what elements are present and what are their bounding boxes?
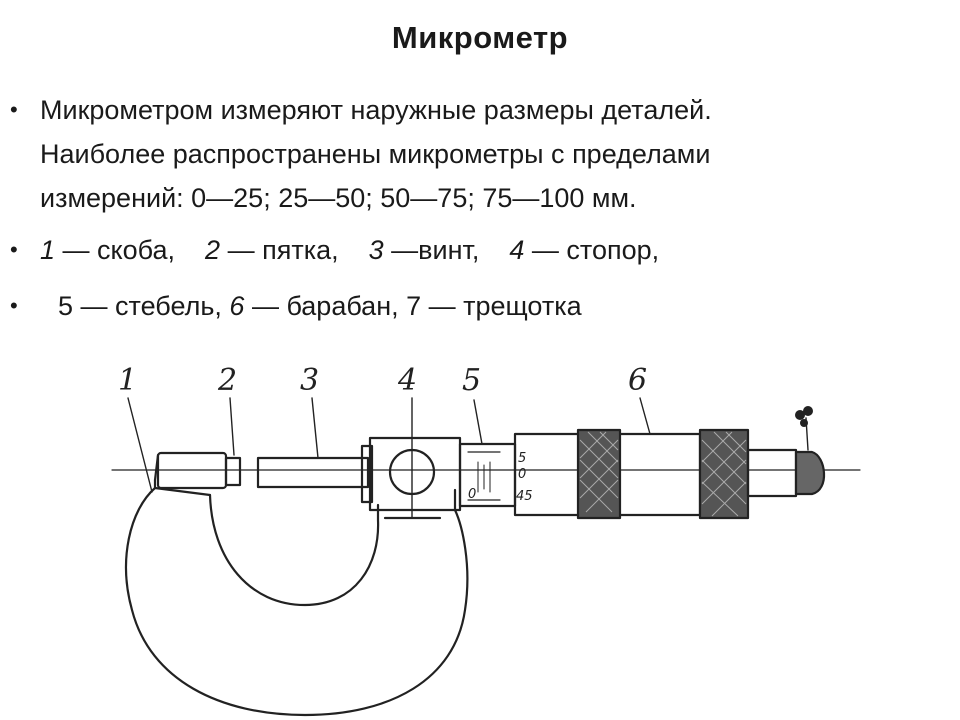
slide-title: Микрометр	[391, 20, 569, 55]
frame-outer	[125, 478, 469, 717]
scale-mark: 5	[518, 451, 526, 466]
bullet-line-1: Микрометром измеряют наружные размеры де…	[40, 95, 712, 125]
diagram-label-2: 2	[217, 363, 237, 398]
bullet-text: Микрометром измеряют наружные размеры де…	[40, 88, 712, 220]
part-number: 1	[40, 235, 56, 265]
part-name: 5 — стебель,	[58, 291, 230, 321]
part-name: — стопор,	[524, 235, 660, 265]
part-name: —винт,	[383, 235, 510, 265]
spindle	[256, 456, 370, 489]
bullet-dot: •	[10, 293, 18, 318]
scale-mark: 0	[468, 487, 476, 502]
diagram-label-3: 3	[300, 363, 319, 398]
scale-mark: 45	[516, 489, 533, 504]
ratchet-knurl	[698, 428, 750, 520]
bullet-line-2: Наиболее распространены микрометры с пре…	[40, 139, 711, 169]
part-number: 4	[509, 235, 525, 265]
lock-housing	[368, 436, 462, 512]
diagram-label-4: 4	[397, 363, 417, 398]
part-name: — пятка,	[220, 235, 369, 265]
ratchet	[746, 448, 798, 498]
scale-mark: 0	[518, 467, 526, 482]
diagram-label-5: 5	[462, 363, 481, 398]
part-number: 2	[205, 235, 221, 265]
bullet-dot: •	[10, 237, 18, 262]
bullet-line-3: измерений: 0—25; 25—50; 50—75; 75—100 мм…	[40, 183, 637, 213]
frame-inner	[208, 493, 380, 607]
part-name: — барабан, 7 — трещотка	[244, 291, 582, 321]
part-number: 3	[368, 235, 384, 265]
diagram-label-6: 6	[628, 363, 647, 398]
bullet-text: 1 — скоба, 2 — пятка, 3 —винт, 4 — стопо…	[40, 228, 659, 272]
part-number: 6	[229, 291, 245, 321]
diagram-label-1: 1	[118, 363, 137, 398]
bullet-text: 5 — стебель, 6 — барабан, 7 — трещотка	[58, 284, 582, 328]
ratchet-symbol	[795, 406, 813, 427]
part-name: — скоба,	[55, 235, 206, 265]
bullet-dot: •	[10, 97, 18, 122]
ratchet-cap	[794, 450, 826, 496]
